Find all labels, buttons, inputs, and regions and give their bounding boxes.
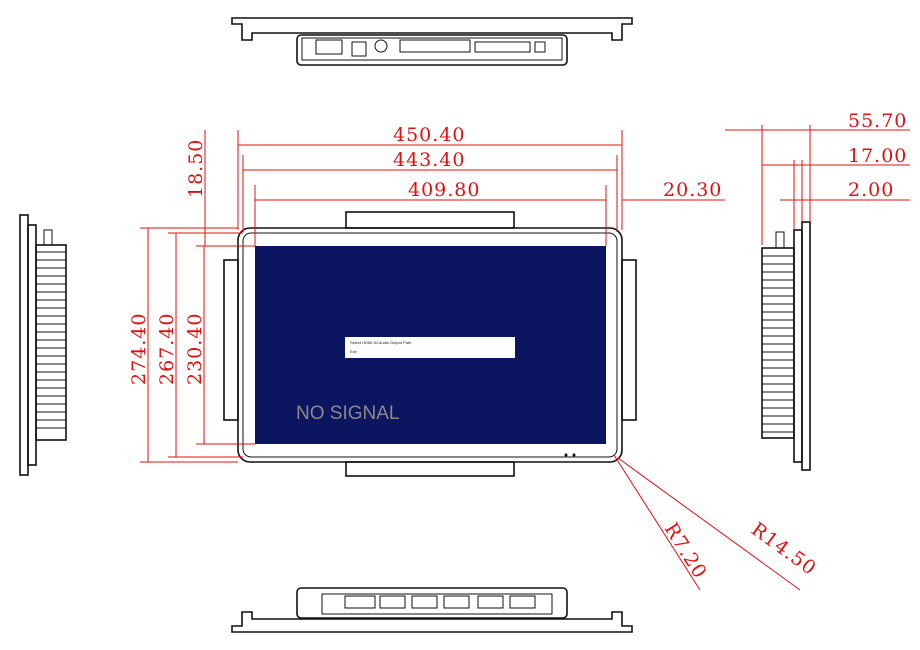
dimension-lines — [140, 125, 910, 591]
dim-bezel-height: 267.40 — [156, 313, 178, 385]
dim-top-offset: 18.50 — [185, 139, 207, 198]
bottom-view — [231, 587, 633, 633]
dim-overall-width: 450.40 — [393, 124, 465, 146]
dim-side-offset: 20.30 — [663, 179, 722, 201]
left-side-view — [19, 214, 67, 476]
dim-bezel-width: 443.40 — [393, 149, 465, 171]
top-view — [231, 17, 633, 66]
dim-inner-radius: R7.20 — [660, 519, 711, 583]
dim-display-height: 230.40 — [184, 313, 206, 385]
dim-overall-height: 274.40 — [128, 313, 150, 385]
dim-display-width: 409.80 — [408, 179, 480, 201]
front-view: Select HDMI-IN Audio Output Path Exit NO… — [223, 211, 637, 477]
dim-depth-frame: 17.00 — [848, 145, 907, 167]
no-signal-text: NO SIGNAL — [296, 403, 399, 424]
osd-dialog — [345, 337, 515, 358]
dialog-title: Select HDMI-IN Audio Output Path — [350, 340, 411, 345]
dialog-option-exit: Exit — [350, 349, 358, 354]
dim-depth-total: 55.70 — [848, 110, 907, 132]
right-side-view — [761, 221, 811, 471]
dim-depth-glass: 2.00 — [848, 179, 894, 201]
dim-outer-radius: R14.50 — [747, 518, 820, 580]
